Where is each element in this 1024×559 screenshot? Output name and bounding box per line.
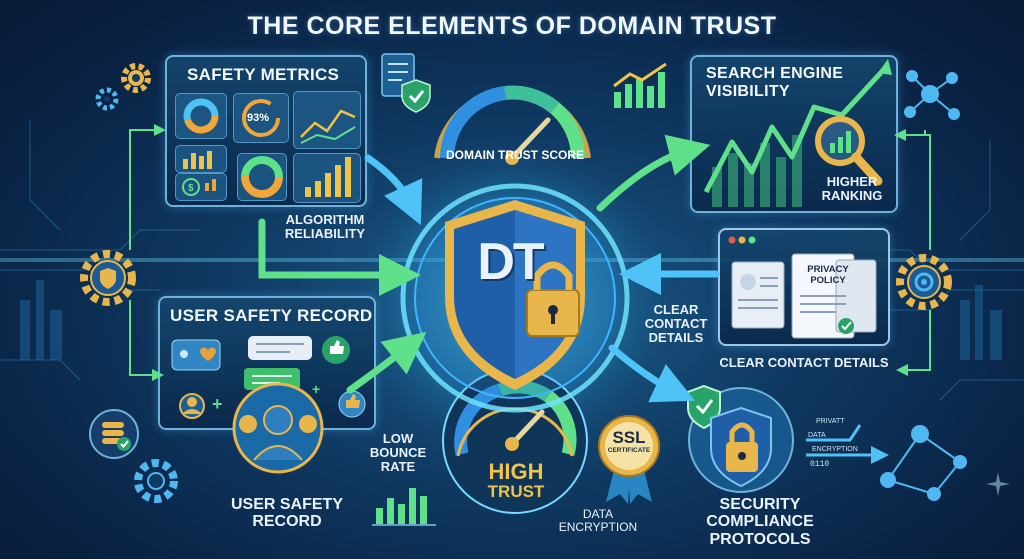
clear-contact-details-side-label: CLEAR CONTACT DETAILS (644, 302, 708, 346)
search-trend-graphic (703, 59, 892, 207)
gear-icon (95, 87, 119, 111)
privacy-policy-doc-text: PRIVACY POLICY (807, 264, 849, 287)
user-feedback-graphics: + + (171, 336, 366, 419)
security-compliance-label: SECURITY COMPLIANCE PROTOCOLS (706, 496, 814, 548)
data-bits: 0110 (810, 460, 830, 469)
checklist-shield-icon (381, 53, 431, 113)
low-bounce-rate-label: LOW BOUNCE RATE (369, 431, 427, 475)
higher-ranking-label: HIGHER RANKING (821, 174, 883, 204)
shield-monogram: DT (477, 233, 544, 291)
gear-icon (121, 63, 151, 93)
target-gear-icon (896, 254, 952, 310)
percent-value: 93% (247, 112, 270, 124)
bounce-bars-icon (372, 488, 436, 526)
user-avatar-icon (232, 382, 324, 474)
domain-trust-score-label: DOMAIN TRUST SCORE (446, 148, 584, 162)
network-nodes-icon (904, 70, 960, 120)
growth-chart-icon (613, 62, 667, 108)
user-safety-record-label: USER SAFETY RECORD (230, 496, 343, 531)
svg-text:$: $ (188, 183, 194, 194)
privacy-documents (731, 253, 877, 339)
central-trust-shield (400, 183, 630, 413)
safety-metrics-panel: SAFETY METRICS $ 93% (165, 55, 367, 207)
page-title: THE CORE ELEMENTS OF DOMAIN TRUST (247, 12, 777, 40)
user-safety-record-title: USER SAFETY RECORD (170, 306, 373, 325)
algorithm-reliability-label: ALGORITHM RELIABILITY (284, 212, 366, 242)
high-trust-label: HIGH TRUST (487, 459, 545, 502)
svg-text:+: + (312, 381, 320, 397)
search-visibility-panel: SEARCH ENGINE VISIBILITY HIGHER RANKING (690, 55, 898, 213)
safety-metrics-title: SAFETY METRICS (187, 65, 340, 84)
shield-gear-icon (80, 250, 136, 306)
line-chart-card (293, 91, 361, 149)
privacy-policy-window: PRIVACY POLICY (718, 228, 890, 346)
data-tag-3: ENCRYPTION (812, 446, 858, 453)
window-controls (728, 236, 756, 244)
safety-metrics-graphics: $ (182, 98, 356, 198)
data-tag-2: DATA (808, 432, 826, 439)
ssl-text: SSL (612, 428, 646, 447)
search-visibility-title: SEARCH ENGINE VISIBILITY (706, 65, 844, 101)
data-tag-1: PRIVATT (816, 418, 845, 425)
clear-contact-details-label: CLEAR CONTACT DETAILS (719, 355, 889, 370)
dollar-card (175, 173, 227, 201)
data-encryption-label: DATA ENCRYPTION (558, 507, 638, 534)
svg-text:+: + (212, 394, 223, 414)
network-nodes-icon (880, 425, 967, 501)
gear-icon (134, 459, 178, 503)
domain-trust-score-gauge (434, 85, 591, 165)
sparkle-icon (986, 472, 1010, 496)
security-lock-icon (687, 384, 794, 493)
database-check-icon (89, 409, 139, 459)
ssl-certificate-text: CERTIFICATE (607, 447, 651, 454)
ssl-certificate-badge (598, 415, 660, 504)
